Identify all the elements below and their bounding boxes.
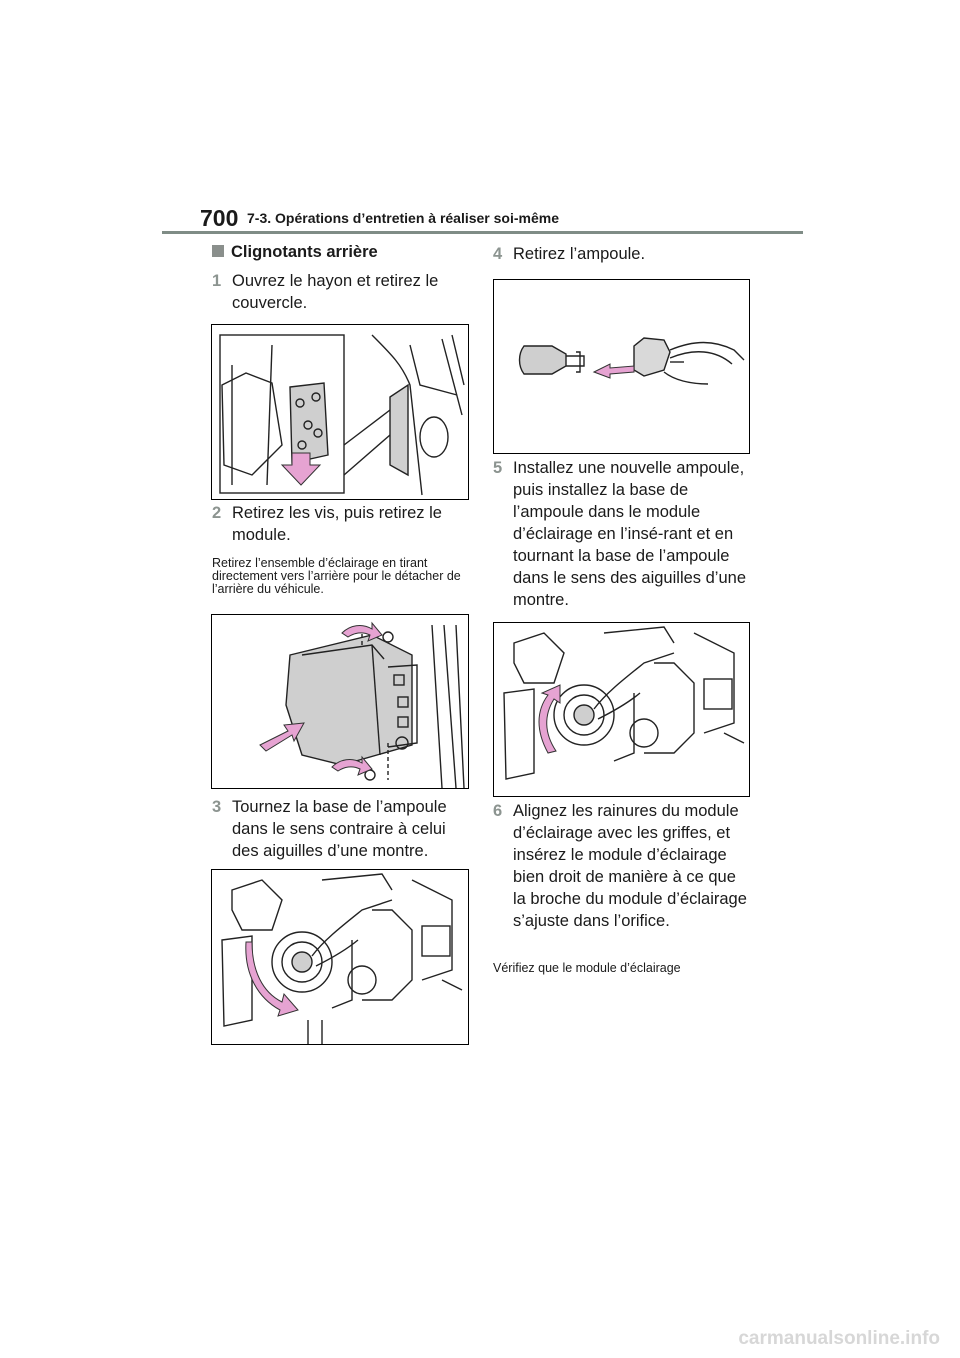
step-number: 6 [493, 802, 503, 820]
header-rule [162, 231, 803, 234]
step-text: Retirez l’ampoule. [513, 245, 646, 263]
figure-remove-module [211, 614, 469, 789]
step-text: Retirez les vis, puis retirez le module. [232, 504, 442, 544]
figure-remove-cover [211, 324, 469, 500]
step-text: Tournez la base de l’ampoule dans le sen… [232, 798, 447, 860]
note-step-6: Vérifiez que le module d’éclairage [493, 961, 681, 975]
step-number: 5 [493, 459, 503, 477]
step-2: 2 Retirez les vis, puis retirez le modul… [212, 502, 467, 546]
figure-remove-bulb [493, 279, 750, 454]
step-text: Alignez les rainures du module d’éclaira… [513, 802, 747, 930]
figure-install-bulb-base-cw [493, 622, 750, 797]
section-heading: Clignotants arrière [212, 243, 378, 262]
step-1: 1 Ouvrez le hayon et retirez le couvercl… [212, 270, 467, 314]
step-text: Installez une nouvelle ampoule, puis ins… [513, 459, 746, 609]
section-title: 7-3. Opérations d’entretien à réaliser s… [247, 210, 560, 226]
note-step-2: Retirez l’ensemble d’éclairage en tirant… [212, 556, 461, 596]
square-bullet-icon [212, 245, 224, 257]
page-number: 700 [200, 205, 239, 231]
step-6: 6 Alignez les rainures du module d’éclai… [493, 800, 753, 932]
step-number: 2 [212, 504, 222, 522]
step-text: Ouvrez le hayon et retirez le couvercle. [232, 272, 439, 312]
watermark: carmanualsonline.info [738, 1328, 940, 1349]
step-3: 3 Tournez la base de l’ampoule dans le s… [212, 796, 467, 862]
step-number: 1 [212, 272, 222, 290]
step-number: 3 [212, 798, 222, 816]
figure-turn-bulb-base-ccw [211, 869, 469, 1045]
step-5: 5 Installez une nouvelle ampoule, puis i… [493, 457, 753, 611]
step-number: 4 [493, 245, 503, 263]
step-4: 4 Retirez l’ampoule. [493, 243, 753, 265]
